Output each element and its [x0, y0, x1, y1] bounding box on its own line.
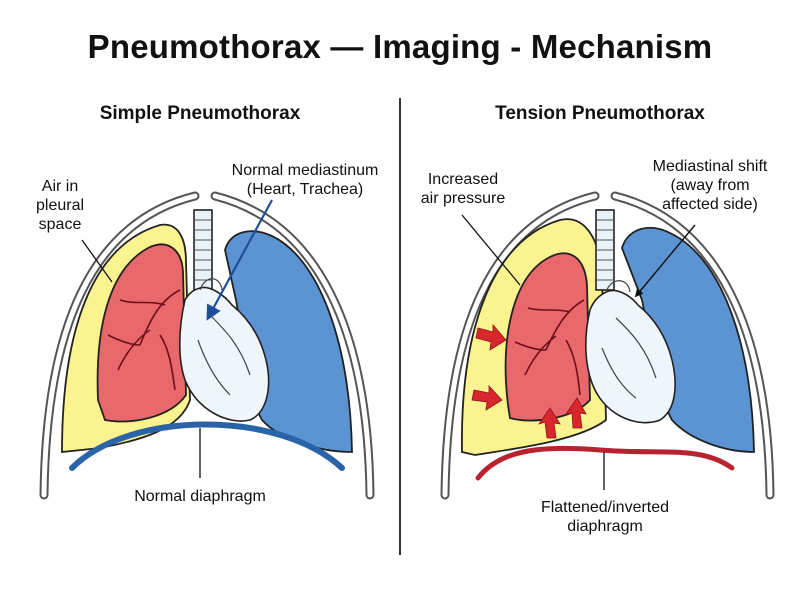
label-flattened-diaphragm: Flattened/inverted diaphragm — [540, 499, 670, 535]
label-increased-air-pressure: Increased air pressure — [420, 171, 506, 207]
pressure-arrow — [471, 384, 503, 411]
simple-trachea — [193, 209, 213, 291]
tension-diaphragm — [475, 445, 735, 481]
tension-trachea — [595, 209, 615, 291]
panel-title-simple: Simple Pneumothorax — [99, 103, 301, 124]
pressure-arrow — [475, 323, 507, 351]
label-air-in-pleural-space: Air in pleural space — [35, 178, 85, 233]
label-mediastinal-shift: Mediastinal shift (away from affected si… — [652, 158, 768, 213]
simple-diaphragm — [69, 421, 345, 471]
label-normal-diaphragm: Normal diaphragm — [134, 488, 266, 505]
label-normal-mediastinum: Normal mediastinum (Heart, Trachea) — [231, 162, 379, 198]
simple-heart — [178, 286, 270, 422]
panel-divider — [399, 98, 401, 555]
tension-diagram — [440, 191, 775, 500]
tension-shift-pointer — [634, 224, 696, 298]
simple-mediastinum-pointer — [206, 199, 273, 321]
page-title: Pneumothorax — Imaging - Mechanism — [87, 28, 713, 65]
simple-collapsed-lung — [96, 243, 187, 423]
simple-diagram — [39, 191, 375, 500]
pressure-arrow — [537, 407, 561, 439]
panel-title-tension: Tension Pneumothorax — [495, 103, 705, 124]
pressure-arrow — [565, 397, 587, 429]
pressure-arrows — [471, 323, 587, 439]
